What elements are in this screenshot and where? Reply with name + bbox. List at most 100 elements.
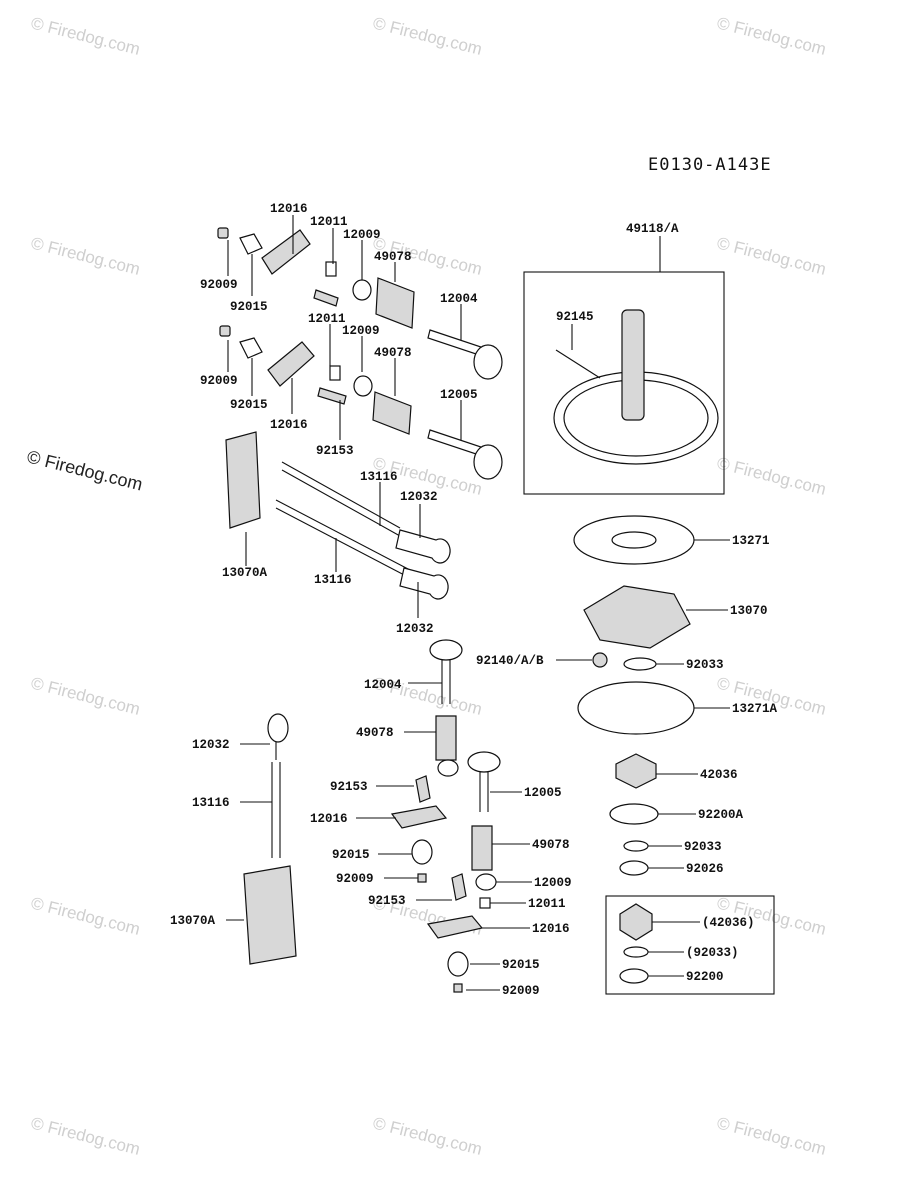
watermark: © Firedog.com	[715, 1113, 828, 1158]
part-label: 12032	[192, 738, 230, 752]
retainer-part	[437, 759, 459, 777]
watermark: © Firedog.com	[715, 233, 828, 278]
adjust-screw-part	[451, 873, 467, 901]
part-label: 13070	[730, 604, 768, 618]
part-label: 92015	[230, 398, 268, 412]
nut-part	[453, 983, 463, 993]
part-label: 92009	[502, 984, 540, 998]
retainer-part	[353, 375, 373, 397]
push-rod-part	[275, 507, 411, 579]
tappet-part	[395, 529, 451, 564]
rocker-arm-part	[390, 805, 448, 829]
watermark: © Firedog.com	[29, 13, 142, 58]
part-label: 12011	[308, 312, 346, 326]
adjust-screw-part	[317, 387, 347, 405]
part-label: 12016	[310, 812, 348, 826]
part-label: 92140/A/B	[476, 654, 544, 668]
optional-group-box	[605, 895, 775, 995]
part-label: 92015	[502, 958, 540, 972]
part-label: 12005	[524, 786, 562, 800]
cap-part	[325, 261, 337, 277]
valve-spring-part	[435, 715, 457, 761]
rocker-assembly-lower	[219, 325, 503, 480]
part-label: 92153	[330, 780, 368, 794]
washer-part	[619, 968, 649, 984]
valve-head-part	[473, 444, 503, 480]
part-label: 12009	[342, 324, 380, 338]
part-label: 92015	[332, 848, 370, 862]
watermark-side: © Firedog.com	[25, 446, 145, 494]
part-label: 13271	[732, 534, 770, 548]
pivot-part	[239, 233, 263, 255]
part-label: 13271A	[732, 702, 778, 716]
part-label: 12016	[532, 922, 570, 936]
plate-part	[577, 681, 695, 735]
valve-spring-part	[372, 391, 412, 435]
rocker-arm-part	[261, 229, 311, 275]
part-label: 13116	[314, 573, 352, 587]
part-label: 42036	[700, 768, 738, 782]
part-label: 92200A	[698, 808, 744, 822]
guide-plate-part	[243, 865, 297, 965]
part-label: 13070A	[170, 914, 216, 928]
watermark: © Firedog.com	[29, 233, 142, 278]
adjust-screw-part	[313, 289, 339, 307]
camshaft-group-box	[523, 271, 725, 495]
part-label: 12004	[364, 678, 402, 692]
part-label: 92153	[368, 894, 406, 908]
snap-ring-part	[623, 840, 649, 852]
rocker-arm-part	[267, 341, 315, 387]
push-rod-assembly	[225, 431, 451, 600]
watermark: © Firedog.com	[715, 13, 828, 58]
part-label: 92033	[686, 658, 724, 672]
push-rod-part	[275, 499, 411, 571]
nut-part	[217, 227, 229, 239]
retainer-part	[352, 279, 372, 301]
snap-ring-part	[623, 946, 649, 958]
cap-part	[479, 897, 491, 909]
washer-part	[609, 803, 659, 825]
valve-head-part	[429, 639, 463, 661]
rocker-assembly-upper	[217, 227, 503, 380]
part-label: 12009	[343, 228, 381, 242]
part-label: 13116	[192, 796, 230, 810]
pivot-part	[411, 839, 433, 865]
part-label: 49078	[374, 250, 412, 264]
leader-lines	[226, 215, 730, 991]
spring-pin-part	[555, 349, 601, 379]
camshaft-part	[621, 309, 645, 421]
guide-plate-part	[225, 431, 261, 529]
snap-ring-part	[623, 657, 657, 671]
part-labels: 12016 12011 12009 92009 49078 92015 1200…	[170, 202, 778, 998]
diagram-code: E0130-A143E	[648, 155, 772, 175]
gear-hub-part	[619, 903, 653, 941]
part-label: 92026	[686, 862, 724, 876]
pivot-part	[239, 337, 263, 359]
part-label: 12009	[534, 876, 572, 890]
watermark: © Firedog.com	[29, 1113, 142, 1158]
tappet-part	[267, 713, 289, 743]
valve-head-part	[473, 344, 503, 380]
watermark: © Firedog.com	[715, 453, 828, 498]
ball-part	[592, 652, 608, 668]
watermark: © Firedog.com	[371, 1113, 484, 1158]
part-label: (42036)	[702, 916, 755, 930]
valve-spring-part	[471, 825, 493, 871]
part-label: 92145	[556, 310, 594, 324]
valve-spring-part	[375, 277, 415, 329]
part-label: 92200	[686, 970, 724, 984]
washer-part	[619, 860, 649, 876]
part-label: 12016	[270, 202, 308, 216]
part-label: 12032	[400, 490, 438, 504]
watermark: © Firedog.com	[371, 13, 484, 58]
part-label: 12004	[440, 292, 478, 306]
adjust-screw-part	[415, 775, 431, 803]
valve-head-part	[467, 751, 501, 773]
cap-part	[329, 365, 341, 381]
camshaft-assembly	[553, 309, 719, 465]
part-label: 49078	[532, 838, 570, 852]
nut-part	[219, 325, 231, 337]
nut-part	[417, 873, 427, 883]
part-label: 13070A	[222, 566, 268, 580]
